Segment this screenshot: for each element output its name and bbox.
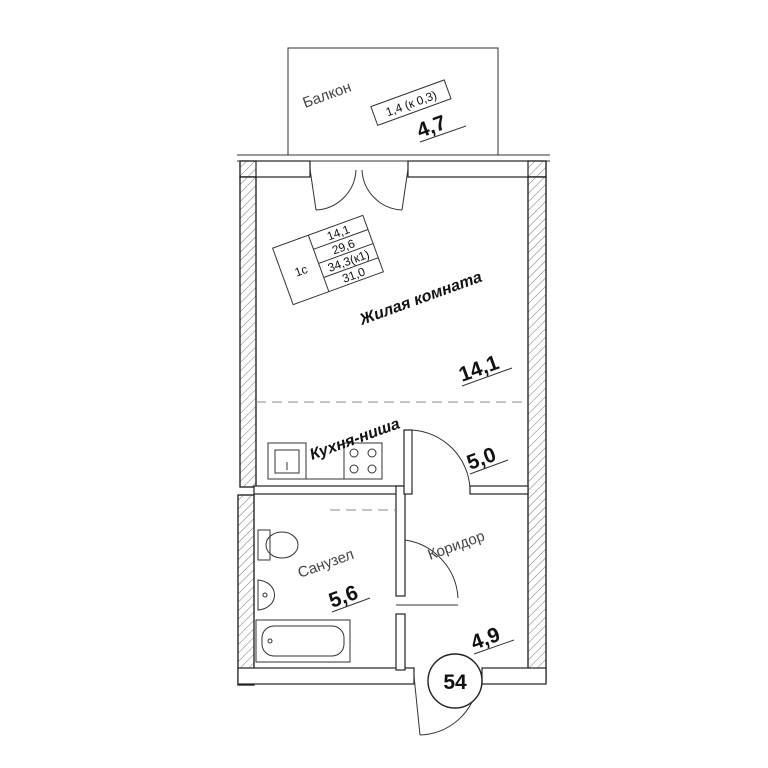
bathroom-door bbox=[396, 539, 459, 606]
apartment-info-table: 1с 14,1 29,6 34,3(к1) 31,0 bbox=[271, 214, 385, 306]
bathroom-area-underline bbox=[331, 597, 371, 613]
toilet-icon bbox=[257, 529, 299, 561]
living-room-area: 14,1 bbox=[456, 351, 503, 387]
living-room-label: Жилая комната bbox=[357, 269, 485, 329]
bathtub-icon bbox=[255, 619, 351, 663]
kitchen-door bbox=[411, 429, 471, 489]
balcony-door bbox=[309, 168, 409, 211]
corridor-label: Коридор bbox=[426, 528, 487, 564]
interior-walls bbox=[253, 429, 529, 671]
apartment-type: 1с bbox=[293, 262, 310, 279]
kitchen-area-underline bbox=[469, 459, 509, 475]
balcony-label: Балкон bbox=[301, 79, 354, 112]
living-area-underline bbox=[461, 367, 513, 387]
sink-icon bbox=[267, 442, 307, 480]
washbasin-icon bbox=[257, 579, 275, 611]
balcony-area-underline bbox=[419, 125, 467, 143]
apartment-number-badge: 54 bbox=[427, 653, 483, 709]
bathroom-label: Санузел bbox=[296, 546, 357, 582]
stove-icon bbox=[343, 442, 383, 480]
corridor-area-underline bbox=[473, 639, 515, 655]
apartment-number: 54 bbox=[443, 671, 467, 694]
outer-walls bbox=[237, 160, 547, 686]
